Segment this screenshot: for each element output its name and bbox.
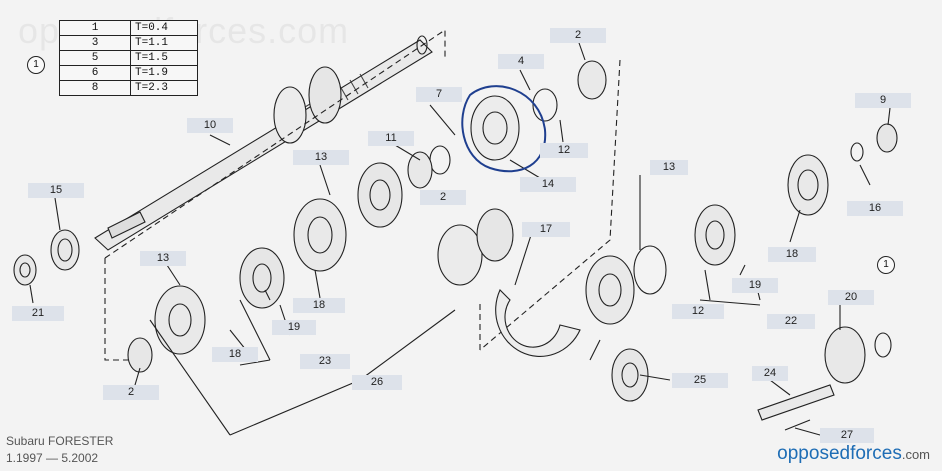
callout-label[interactable]: 18 — [768, 247, 816, 262]
brand-logo[interactable]: opposedforces.com — [777, 443, 930, 465]
callout-label[interactable]: 14 — [520, 177, 576, 192]
highlighted-bearing — [470, 95, 520, 161]
callout-label[interactable]: 2 — [550, 28, 606, 43]
mainshaft-drawing — [94, 35, 433, 251]
callout-label[interactable]: 13 — [140, 251, 186, 266]
model-dates: 1.1997 — 5.2002 — [6, 451, 99, 465]
callout-label[interactable]: 13 — [293, 150, 349, 165]
callout-label[interactable]: 26 — [352, 375, 402, 390]
reference-circle: 1 — [877, 256, 895, 274]
callout-label[interactable]: 25 — [672, 373, 728, 388]
brand-name: opposedforces — [777, 443, 902, 464]
model-name: Subaru FORESTER — [6, 434, 114, 448]
callout-label[interactable]: 16 — [847, 201, 903, 216]
callout-label[interactable]: 18 — [293, 298, 345, 313]
table-reference-circle: 1 — [27, 56, 45, 74]
callout-label[interactable]: 4 — [498, 54, 544, 69]
callout-label[interactable]: 12 — [540, 143, 588, 158]
callout-label[interactable]: 7 — [416, 87, 462, 102]
brand-tld: .com — [901, 447, 930, 462]
callout-label[interactable]: 9 — [855, 93, 911, 108]
callout-label[interactable]: 20 — [828, 290, 874, 305]
callout-label[interactable]: 12 — [672, 304, 724, 319]
hand-drawn-circle — [461, 85, 547, 173]
callout-label[interactable]: 2 — [420, 190, 466, 205]
callout-label[interactable]: 23 — [300, 354, 350, 369]
callout-label[interactable]: 10 — [187, 118, 233, 133]
callout-label[interactable]: 27 — [820, 428, 874, 443]
bearing-drawing — [50, 229, 80, 271]
callout-label[interactable]: 19 — [272, 320, 316, 335]
callout-label[interactable]: 15 — [28, 183, 84, 198]
callout-label[interactable]: 13 — [650, 160, 688, 175]
callout-label[interactable]: 24 — [752, 366, 788, 381]
callout-label[interactable]: 22 — [767, 314, 815, 329]
callout-label[interactable]: 2 — [103, 385, 159, 400]
callout-label[interactable]: 21 — [12, 306, 64, 321]
callout-label[interactable]: 11 — [368, 131, 414, 146]
callout-label[interactable]: 19 — [732, 278, 778, 293]
callout-label[interactable]: 17 — [522, 222, 570, 237]
callout-label[interactable]: 18 — [212, 347, 258, 362]
